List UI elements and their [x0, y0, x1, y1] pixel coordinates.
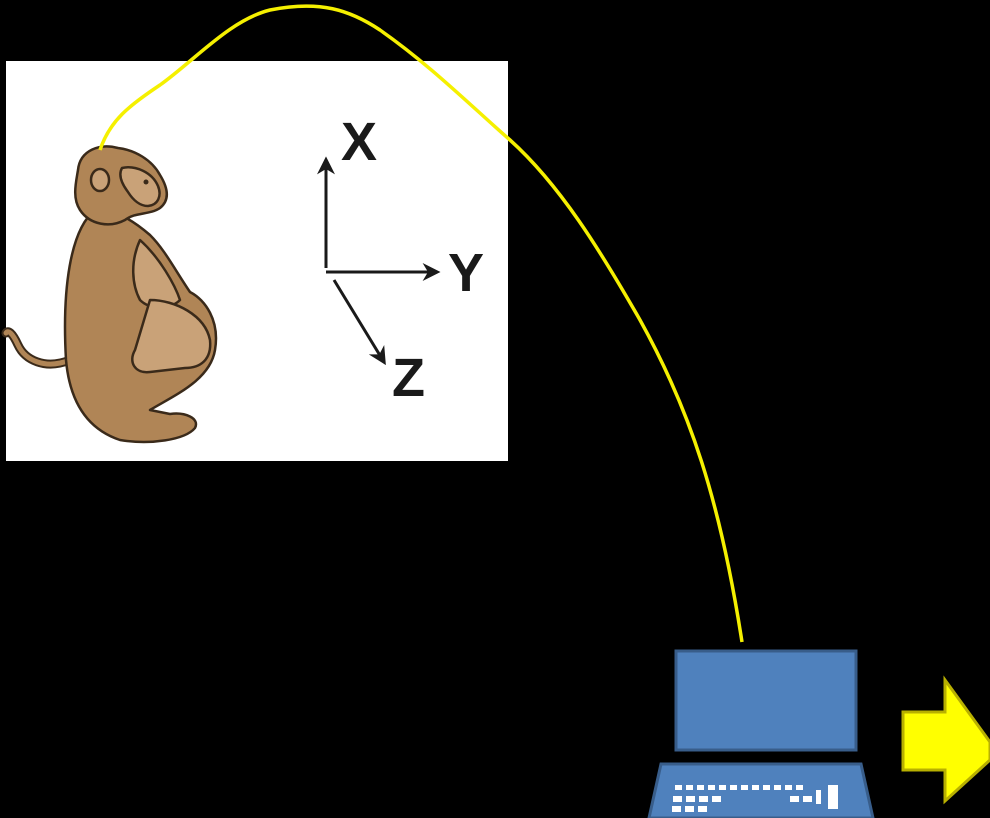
laptop-icon	[647, 649, 875, 818]
target-circle	[213, 243, 337, 367]
axes-icon	[317, 156, 441, 366]
right-arrow-icon	[901, 675, 990, 805]
z-axis-label: Z	[392, 348, 425, 408]
laptop-base	[647, 762, 875, 818]
z-axis-arrow	[332, 279, 386, 366]
laptop-screen	[674, 649, 858, 752]
y-axis-label: Y	[448, 243, 484, 303]
cable-line	[98, 4, 744, 643]
x-axis-label: X	[341, 112, 377, 172]
keyboard-keys	[672, 785, 838, 812]
monkey-icon	[1, 145, 218, 444]
